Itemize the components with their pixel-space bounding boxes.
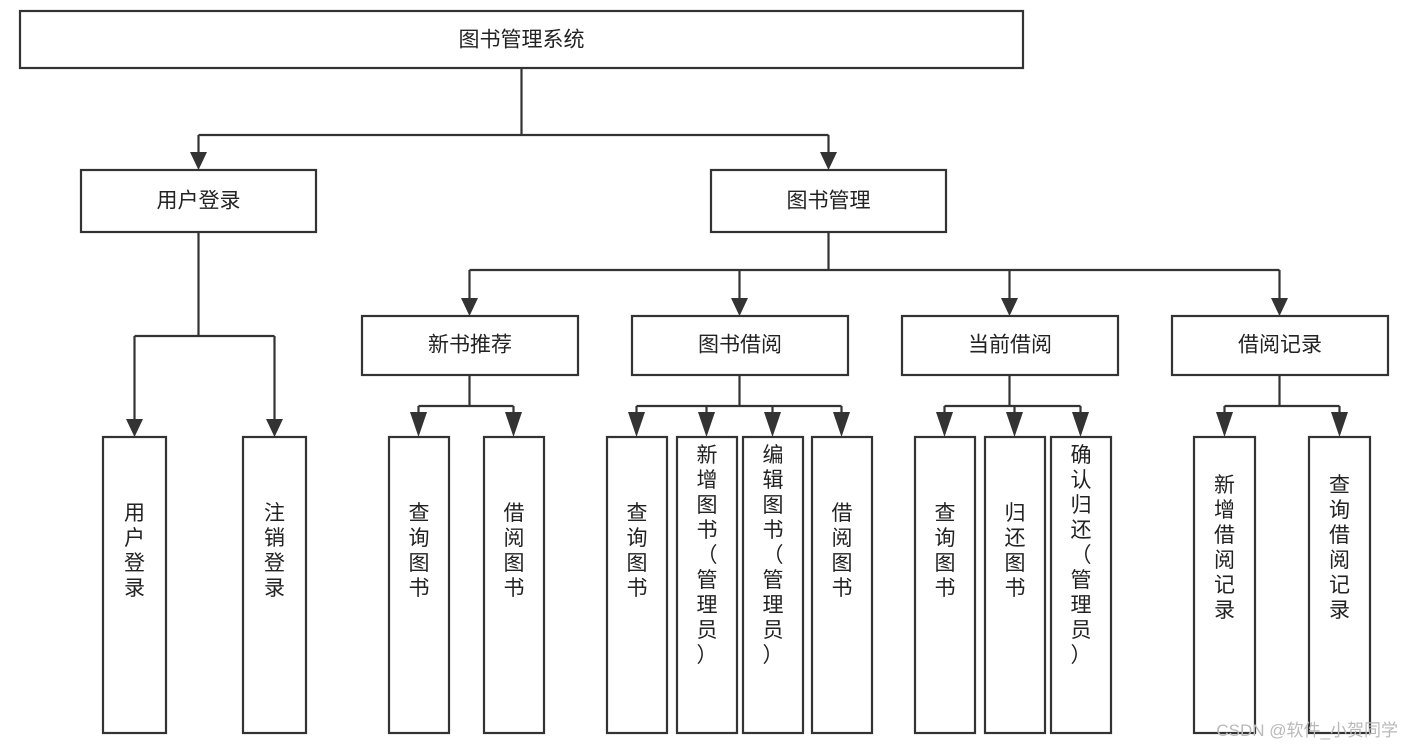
arrow-head-book-borrow xyxy=(731,298,748,316)
node-leaf-query-book-3[interactable]: 查询图书 xyxy=(913,435,977,735)
node-new-book-recommend-label: 新书推荐 xyxy=(428,334,512,357)
node-leaf-user-login-box[interactable] xyxy=(101,435,168,735)
node-current-borrow-label: 当前借阅 xyxy=(968,334,1052,357)
node-root-label: 图书管理系统 xyxy=(459,29,585,52)
node-book-management-box[interactable] xyxy=(709,168,948,234)
connector-layer xyxy=(126,68,1348,437)
leaf-nodes-layer: 用户登录 注销登录 查询图书 借阅图书 查询图书 新增图书（管理员） 编辑图书（… xyxy=(101,435,1372,735)
arrow-head-leaf-edit-book-admin xyxy=(764,412,781,437)
node-leaf-query-book-2[interactable]: 查询图书 xyxy=(605,435,669,735)
node-book-borrow-box[interactable] xyxy=(630,314,850,377)
node-new-book-recommend-box[interactable] xyxy=(360,314,580,377)
node-leaf-return-book-box[interactable] xyxy=(983,435,1047,735)
arrow-head-new-book-recommend xyxy=(461,298,478,316)
node-leaf-query-book-3-label: 查询图书 xyxy=(935,502,956,600)
node-leaf-add-book-admin-label: 新增图书（管理员） xyxy=(697,444,718,667)
arrow-head-leaf-return-book xyxy=(1006,412,1023,437)
node-leaf-return-book-label: 归还图书 xyxy=(1005,502,1026,600)
node-current-borrow-box[interactable] xyxy=(900,314,1120,377)
arrow-head-leaf-confirm-return-admin xyxy=(1072,412,1089,437)
node-book-borrow-label: 图书借阅 xyxy=(698,334,782,357)
node-leaf-edit-book-admin-label: 编辑图书（管理员） xyxy=(763,444,784,667)
arrow-head-leaf-user-login xyxy=(126,419,143,437)
node-leaf-borrow-book-2-box[interactable] xyxy=(810,435,874,735)
node-leaf-query-book-1-box[interactable] xyxy=(387,435,451,735)
node-leaf-add-book-admin[interactable]: 新增图书（管理员） xyxy=(675,435,739,735)
node-root[interactable]: 图书管理系统 xyxy=(18,9,1025,70)
arrow-head-leaf-borrow-book-1 xyxy=(505,412,522,437)
node-leaf-add-borrow-record[interactable]: 新增借阅记录 xyxy=(1192,435,1257,735)
node-leaf-query-book-1-label: 查询图书 xyxy=(409,502,430,600)
node-user-login-label: 用户登录 xyxy=(157,190,241,213)
node-root-box[interactable] xyxy=(18,9,1025,70)
node-leaf-borrow-book-1-label: 借阅图书 xyxy=(504,502,525,600)
node-borrow-record-label: 借阅记录 xyxy=(1238,334,1322,357)
node-leaf-user-login[interactable]: 用户登录 xyxy=(101,435,168,735)
node-leaf-query-borrow-record-box[interactable] xyxy=(1307,435,1372,735)
node-leaf-confirm-return-admin-label: 确认归还（管理员） xyxy=(1071,444,1092,667)
node-borrow-record[interactable]: 借阅记录 xyxy=(1170,314,1390,377)
arrow-head-book-management xyxy=(820,152,837,170)
node-new-book-recommend[interactable]: 新书推荐 xyxy=(360,314,580,377)
node-leaf-logout-login-label: 注销登录 xyxy=(264,502,285,600)
arrow-head-current-borrow xyxy=(1001,298,1018,316)
node-leaf-query-borrow-record-label: 查询借阅记录 xyxy=(1329,474,1350,622)
node-leaf-borrow-book-1[interactable]: 借阅图书 xyxy=(482,435,546,735)
node-book-management[interactable]: 图书管理 xyxy=(709,168,948,234)
arrow-head-leaf-query-book-3 xyxy=(936,412,953,437)
arrow-head-leaf-add-borrow-record xyxy=(1216,412,1233,437)
arrow-head-user-login xyxy=(190,152,207,170)
arrow-head-leaf-query-book-1 xyxy=(410,412,427,437)
node-book-management-label: 图书管理 xyxy=(787,190,871,213)
node-leaf-user-login-label: 用户登录 xyxy=(124,502,145,600)
arrow-head-leaf-add-book-admin xyxy=(698,412,715,437)
node-leaf-query-book-2-box[interactable] xyxy=(605,435,669,735)
node-leaf-return-book[interactable]: 归还图书 xyxy=(983,435,1047,735)
node-leaf-edit-book-admin-box[interactable] xyxy=(741,435,805,735)
node-leaf-query-book-1[interactable]: 查询图书 xyxy=(387,435,451,735)
node-leaf-add-borrow-record-box[interactable] xyxy=(1192,435,1257,735)
node-leaf-edit-book-admin[interactable]: 编辑图书（管理员） xyxy=(741,435,805,735)
node-current-borrow[interactable]: 当前借阅 xyxy=(900,314,1120,377)
node-leaf-borrow-book-2-label: 借阅图书 xyxy=(832,502,853,600)
arrow-head-leaf-query-borrow-record xyxy=(1331,412,1348,437)
arrow-head-borrow-record xyxy=(1271,298,1288,316)
arrow-head-leaf-logout-login xyxy=(266,419,283,437)
csdn-watermark: CSDN @软件_小贺同学 xyxy=(1216,721,1398,740)
node-leaf-confirm-return-admin[interactable]: 确认归还（管理员） xyxy=(1049,435,1113,735)
arrow-head-leaf-borrow-book-2 xyxy=(833,412,850,437)
node-leaf-add-borrow-record-label: 新增借阅记录 xyxy=(1214,474,1235,622)
node-user-login-box[interactable] xyxy=(79,168,318,234)
arrow-head-leaf-query-book-2 xyxy=(628,412,645,437)
node-leaf-add-book-admin-box[interactable] xyxy=(675,435,739,735)
node-borrow-record-box[interactable] xyxy=(1170,314,1390,377)
node-leaf-query-borrow-record[interactable]: 查询借阅记录 xyxy=(1307,435,1372,735)
node-leaf-logout-login[interactable]: 注销登录 xyxy=(241,435,308,735)
node-book-borrow[interactable]: 图书借阅 xyxy=(630,314,850,377)
node-leaf-borrow-book-2[interactable]: 借阅图书 xyxy=(810,435,874,735)
node-leaf-confirm-return-admin-box[interactable] xyxy=(1049,435,1113,735)
node-leaf-borrow-book-1-box[interactable] xyxy=(482,435,546,735)
node-leaf-logout-login-box[interactable] xyxy=(241,435,308,735)
node-user-login[interactable]: 用户登录 xyxy=(79,168,318,234)
node-leaf-query-book-2-label: 查询图书 xyxy=(627,502,648,600)
node-leaf-query-book-3-box[interactable] xyxy=(913,435,977,735)
